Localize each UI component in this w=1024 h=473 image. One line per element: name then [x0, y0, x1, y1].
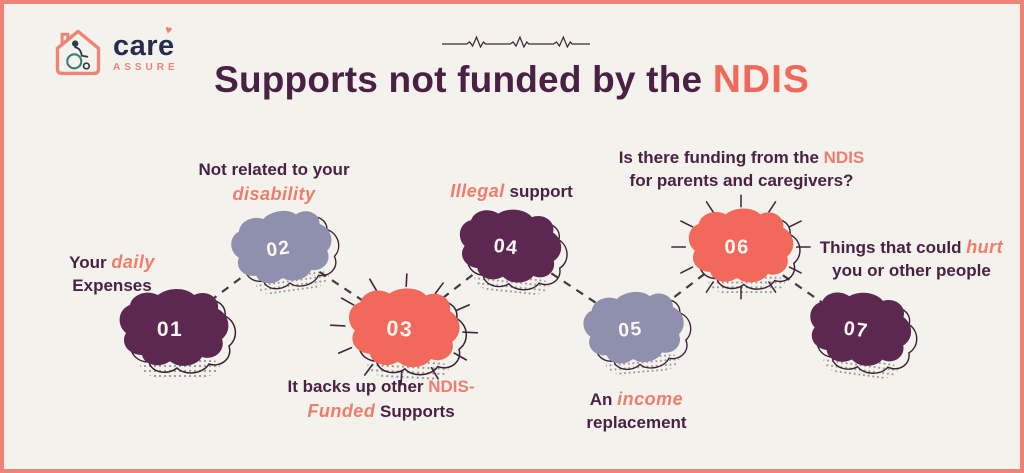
label-line: Your daily [42, 250, 182, 275]
step-label-6: Is there funding from the NDIS for paren… [609, 147, 874, 193]
label-text: Expenses [72, 275, 152, 295]
label-text: Things that could [819, 238, 967, 257]
label-accent: hurt [966, 237, 1004, 257]
label-text: Not related to your [198, 160, 350, 179]
step-blob-2: 02 [227, 204, 345, 295]
label-accent: NDIS [823, 148, 865, 167]
step-number-3: 03 [386, 316, 414, 341]
step-blob-5: 05 [581, 287, 695, 376]
label-text: An [589, 390, 618, 409]
label-accent: disability [232, 183, 316, 204]
step-blob-3: 03 [326, 269, 481, 389]
step-blob-6: 06 [671, 194, 811, 300]
step-label-2: Not related to your disability [179, 159, 369, 207]
label-line: Not related to your [179, 159, 369, 182]
step-number-6: 06 [725, 237, 750, 259]
house-wheelchair-icon [55, 29, 101, 76]
label-text: support [504, 182, 573, 201]
label-accent: income [617, 389, 684, 409]
label-text: Supports [375, 401, 455, 421]
step-label-7: Things that could hurt you or other peop… [809, 235, 1014, 283]
page-title-main: Supports not funded by the [214, 59, 713, 100]
label-text: It backs up other [287, 377, 429, 396]
step-number-7: 07 [842, 317, 870, 342]
label-accent: NDIS- [428, 377, 475, 396]
brand-logo: care ♥ ASSURE [50, 21, 179, 80]
label-line: for parents and caregivers? [609, 170, 874, 193]
label-line: disability [179, 182, 369, 207]
step-blob-1: 01 [119, 289, 237, 380]
step-number-5: 05 [618, 319, 644, 342]
label-accent: daily [111, 252, 155, 272]
step-label-5: An income replacement [559, 387, 714, 435]
label-line: replacement [559, 412, 714, 435]
label-line: Expenses [42, 275, 182, 298]
step-blob-4: 04 [455, 204, 572, 296]
brand-text: care ♥ ASSURE [113, 21, 179, 73]
label-accent: Funded [307, 400, 376, 421]
step-label-4: Illegal support [429, 179, 594, 204]
brand-name: care ♥ [113, 21, 175, 62]
page-title: Supports not funded by the NDIS [4, 58, 1020, 102]
label-text: replacement [586, 412, 687, 432]
timeline-diagram: 01 02 03 04 05 [119, 194, 923, 389]
step-number-4: 04 [493, 235, 520, 259]
label-line: An income [559, 387, 714, 412]
label-line: Is there funding from the NDIS [609, 147, 874, 170]
label-line: you or other people [809, 260, 1014, 283]
page-title-accent: NDIS [712, 58, 810, 101]
label-line: It backs up other NDIS- [276, 376, 486, 399]
heartbeat-line-icon [442, 35, 590, 49]
step-blob-7: 07 [804, 285, 923, 380]
brand-tagline: ASSURE [113, 61, 179, 73]
step-number-1: 01 [157, 318, 183, 341]
label-text: you or other people [832, 260, 991, 280]
label-text: for parents and caregivers? [629, 170, 854, 190]
label-line: Illegal support [429, 179, 594, 204]
step-label-1: Your daily Expenses [42, 250, 182, 298]
step-number-2: 02 [265, 237, 292, 261]
label-accent: Illegal [450, 181, 505, 201]
label-line: Funded Supports [276, 399, 486, 424]
label-text: Is there funding from the [618, 148, 824, 167]
label-line: Things that could hurt [809, 235, 1014, 260]
label-text: Your [69, 253, 112, 272]
step-label-3: It backs up other NDIS- Funded Supports [276, 376, 486, 424]
